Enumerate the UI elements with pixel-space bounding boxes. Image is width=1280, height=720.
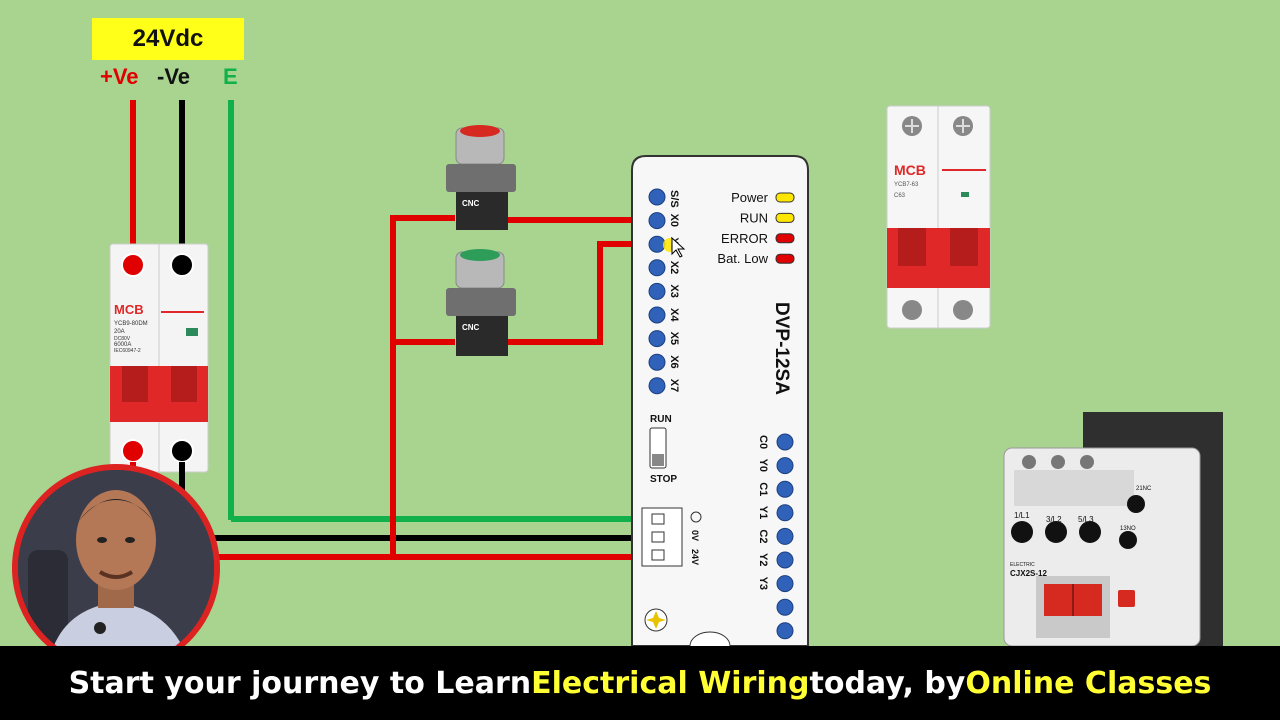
contactor-model: CJX2S-12 [1010, 569, 1047, 578]
output-terminal-y3 [776, 575, 794, 593]
input-label: S/S [668, 190, 680, 208]
indicator-led [775, 192, 795, 203]
indicator-led [775, 253, 795, 264]
input-label: X5 [668, 332, 680, 345]
supply-wires [130, 100, 234, 520]
banner-highlight-2: Online Classes [965, 665, 1212, 701]
plc-run-stop-switch[interactable]: RUN STOP [649, 414, 677, 485]
output-terminal-y1 [776, 504, 794, 522]
left-mcb-breaking: 6000A [114, 342, 131, 348]
right-mcb-brand: MCB [894, 162, 926, 178]
output-terminal-y2 [776, 551, 794, 569]
terminal-24v: 24V [690, 549, 700, 565]
input-terminal-ss [648, 188, 666, 206]
left-mcb: MCB YCB9-80DM 20A DC80V 6000A IEC60947-2 [109, 243, 209, 473]
indicator-label: Power [731, 190, 769, 205]
output-label: Y3 [757, 577, 769, 590]
input-terminal-x0 [648, 212, 666, 230]
input-label: X6 [668, 355, 680, 368]
left-mcb-model: YCB9-80DM [114, 321, 148, 327]
input-label: X2 [668, 261, 680, 274]
contactor-brand: ELECTRIC [1010, 562, 1035, 568]
right-mcb-model: YCB7-63 [894, 182, 919, 188]
banner-text-1: Start your journey to Learn [68, 665, 532, 701]
input-terminal-x3 [648, 282, 666, 300]
plc-port-icons [644, 608, 731, 647]
input-label: X4 [668, 308, 680, 322]
output-label: C0 [757, 435, 769, 449]
indicator-label: Bat. Low [717, 251, 768, 266]
output-label: Y1 [757, 506, 769, 519]
supply-title: 24Vdc [92, 18, 244, 60]
supply-earth-label: E [223, 64, 238, 89]
indicator-label: ERROR [721, 231, 768, 246]
switch-stop-label: STOP [650, 474, 677, 485]
input-terminal-x5 [648, 330, 666, 348]
contactor-terminal-3: 5/L3 [1078, 515, 1094, 524]
output-label: Y0 [757, 459, 769, 472]
input-terminal-x2 [648, 259, 666, 277]
input-label: X0 [668, 214, 680, 227]
input-terminal-x7 [648, 377, 666, 395]
contactor-terminal-1: 1/L1 [1014, 511, 1030, 520]
input-label: X7 [668, 379, 680, 392]
left-mcb-standard: IEC60947-2 [114, 348, 141, 354]
contactor-aux-nc: 21NC [1136, 486, 1152, 492]
output-terminal-c2 [776, 527, 794, 545]
contactor-terminal-2: 3/L2 [1046, 515, 1062, 524]
banner-text-2: today, by [809, 665, 966, 701]
supply-positive-label: +Ve [100, 64, 139, 89]
output-label: C2 [757, 529, 769, 543]
input-terminal-x1 [648, 235, 666, 253]
indicator-led [775, 212, 795, 223]
mouse-cursor-icon [663, 236, 686, 258]
output-terminal-extra [776, 622, 794, 640]
bottom-banner: Start your journey to Learn Electrical W… [0, 646, 1280, 720]
button-wires [390, 215, 656, 557]
plc-model: DVP-12SA [771, 302, 792, 395]
green-push-button[interactable]: CNC [446, 249, 516, 356]
output-label: C1 [757, 482, 769, 496]
input-label: X3 [668, 284, 680, 297]
output-terminal-c1 [776, 480, 794, 498]
input-terminal-x6 [648, 353, 666, 371]
green-button-brand: CNC [462, 323, 480, 332]
right-mcb-rating: C63 [894, 193, 906, 199]
indicator-led [775, 233, 795, 244]
left-mcb-rating: 20A [114, 329, 125, 335]
output-terminal-extra [776, 598, 794, 616]
red-button-brand: CNC [462, 199, 480, 208]
output-terminal-c0 [776, 433, 794, 451]
terminal-0v: 0V [690, 530, 700, 541]
plc-body [631, 155, 809, 647]
right-mcb: MCB YCB7-63 C63 [886, 105, 991, 329]
output-terminal-y0 [776, 457, 794, 475]
indicator-label: RUN [740, 210, 768, 225]
red-push-button[interactable]: CNC [446, 125, 516, 230]
switch-run-label: RUN [650, 414, 672, 425]
contactor: 1/L1 3/L2 5/L3 21NC 13NO ELECTRIC CJX2S-… [1003, 412, 1223, 647]
left-mcb-type: DC80V [114, 336, 131, 342]
banner-highlight-1: Electrical Wiring [531, 665, 810, 701]
output-label: Y2 [757, 553, 769, 566]
presenter-avatar [12, 464, 220, 672]
input-terminal-x4 [648, 306, 666, 324]
plc-input-terminals: S/SX0X1X2X3X4X5X6X7 [648, 188, 680, 395]
person-icon [18, 470, 214, 666]
contactor-aux-no: 13NO [1120, 526, 1136, 532]
plc-power-terminal: 0V 24V [641, 507, 702, 567]
supply-negative-label: -Ve [157, 64, 191, 89]
left-mcb-brand: MCB [114, 302, 144, 317]
